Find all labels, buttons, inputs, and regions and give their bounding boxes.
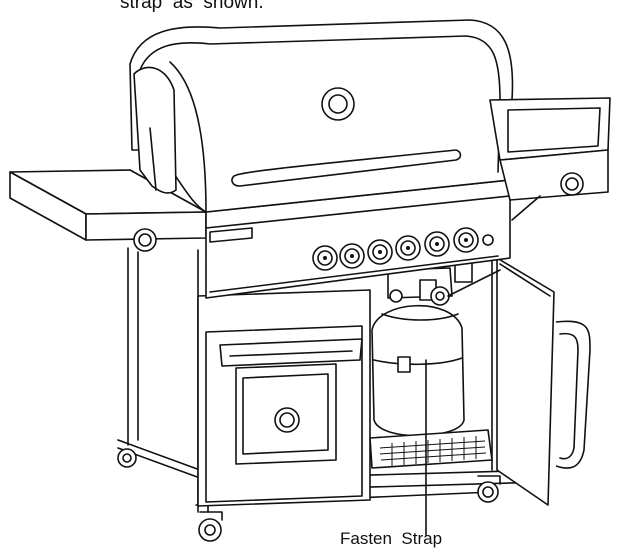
- burner-knobs: [312, 227, 494, 271]
- regulator-valve: [430, 286, 450, 306]
- instruction-text-fragment: strap as shown.: [120, 0, 264, 13]
- right-side-shelf: [489, 97, 611, 221]
- right-side-burner-knob: [560, 172, 584, 196]
- cabinet-door: [496, 257, 591, 506]
- left-side-shelf: [9, 169, 207, 252]
- oven-knob: [274, 407, 300, 433]
- tank-strap-buckle: [397, 356, 411, 373]
- casters: [117, 448, 501, 542]
- firebox: [205, 179, 511, 299]
- hood-lid: [129, 19, 514, 213]
- lid-handle: [231, 149, 462, 187]
- lid-thermometer: [321, 87, 355, 121]
- bottom-grate: [369, 429, 493, 469]
- fasten-strap-caption: Fasten Strap: [340, 529, 443, 548]
- propane-tank: [371, 261, 501, 437]
- side-burner-knob: [133, 228, 157, 252]
- nameplate: [209, 227, 253, 243]
- oven-compartment: [197, 289, 371, 507]
